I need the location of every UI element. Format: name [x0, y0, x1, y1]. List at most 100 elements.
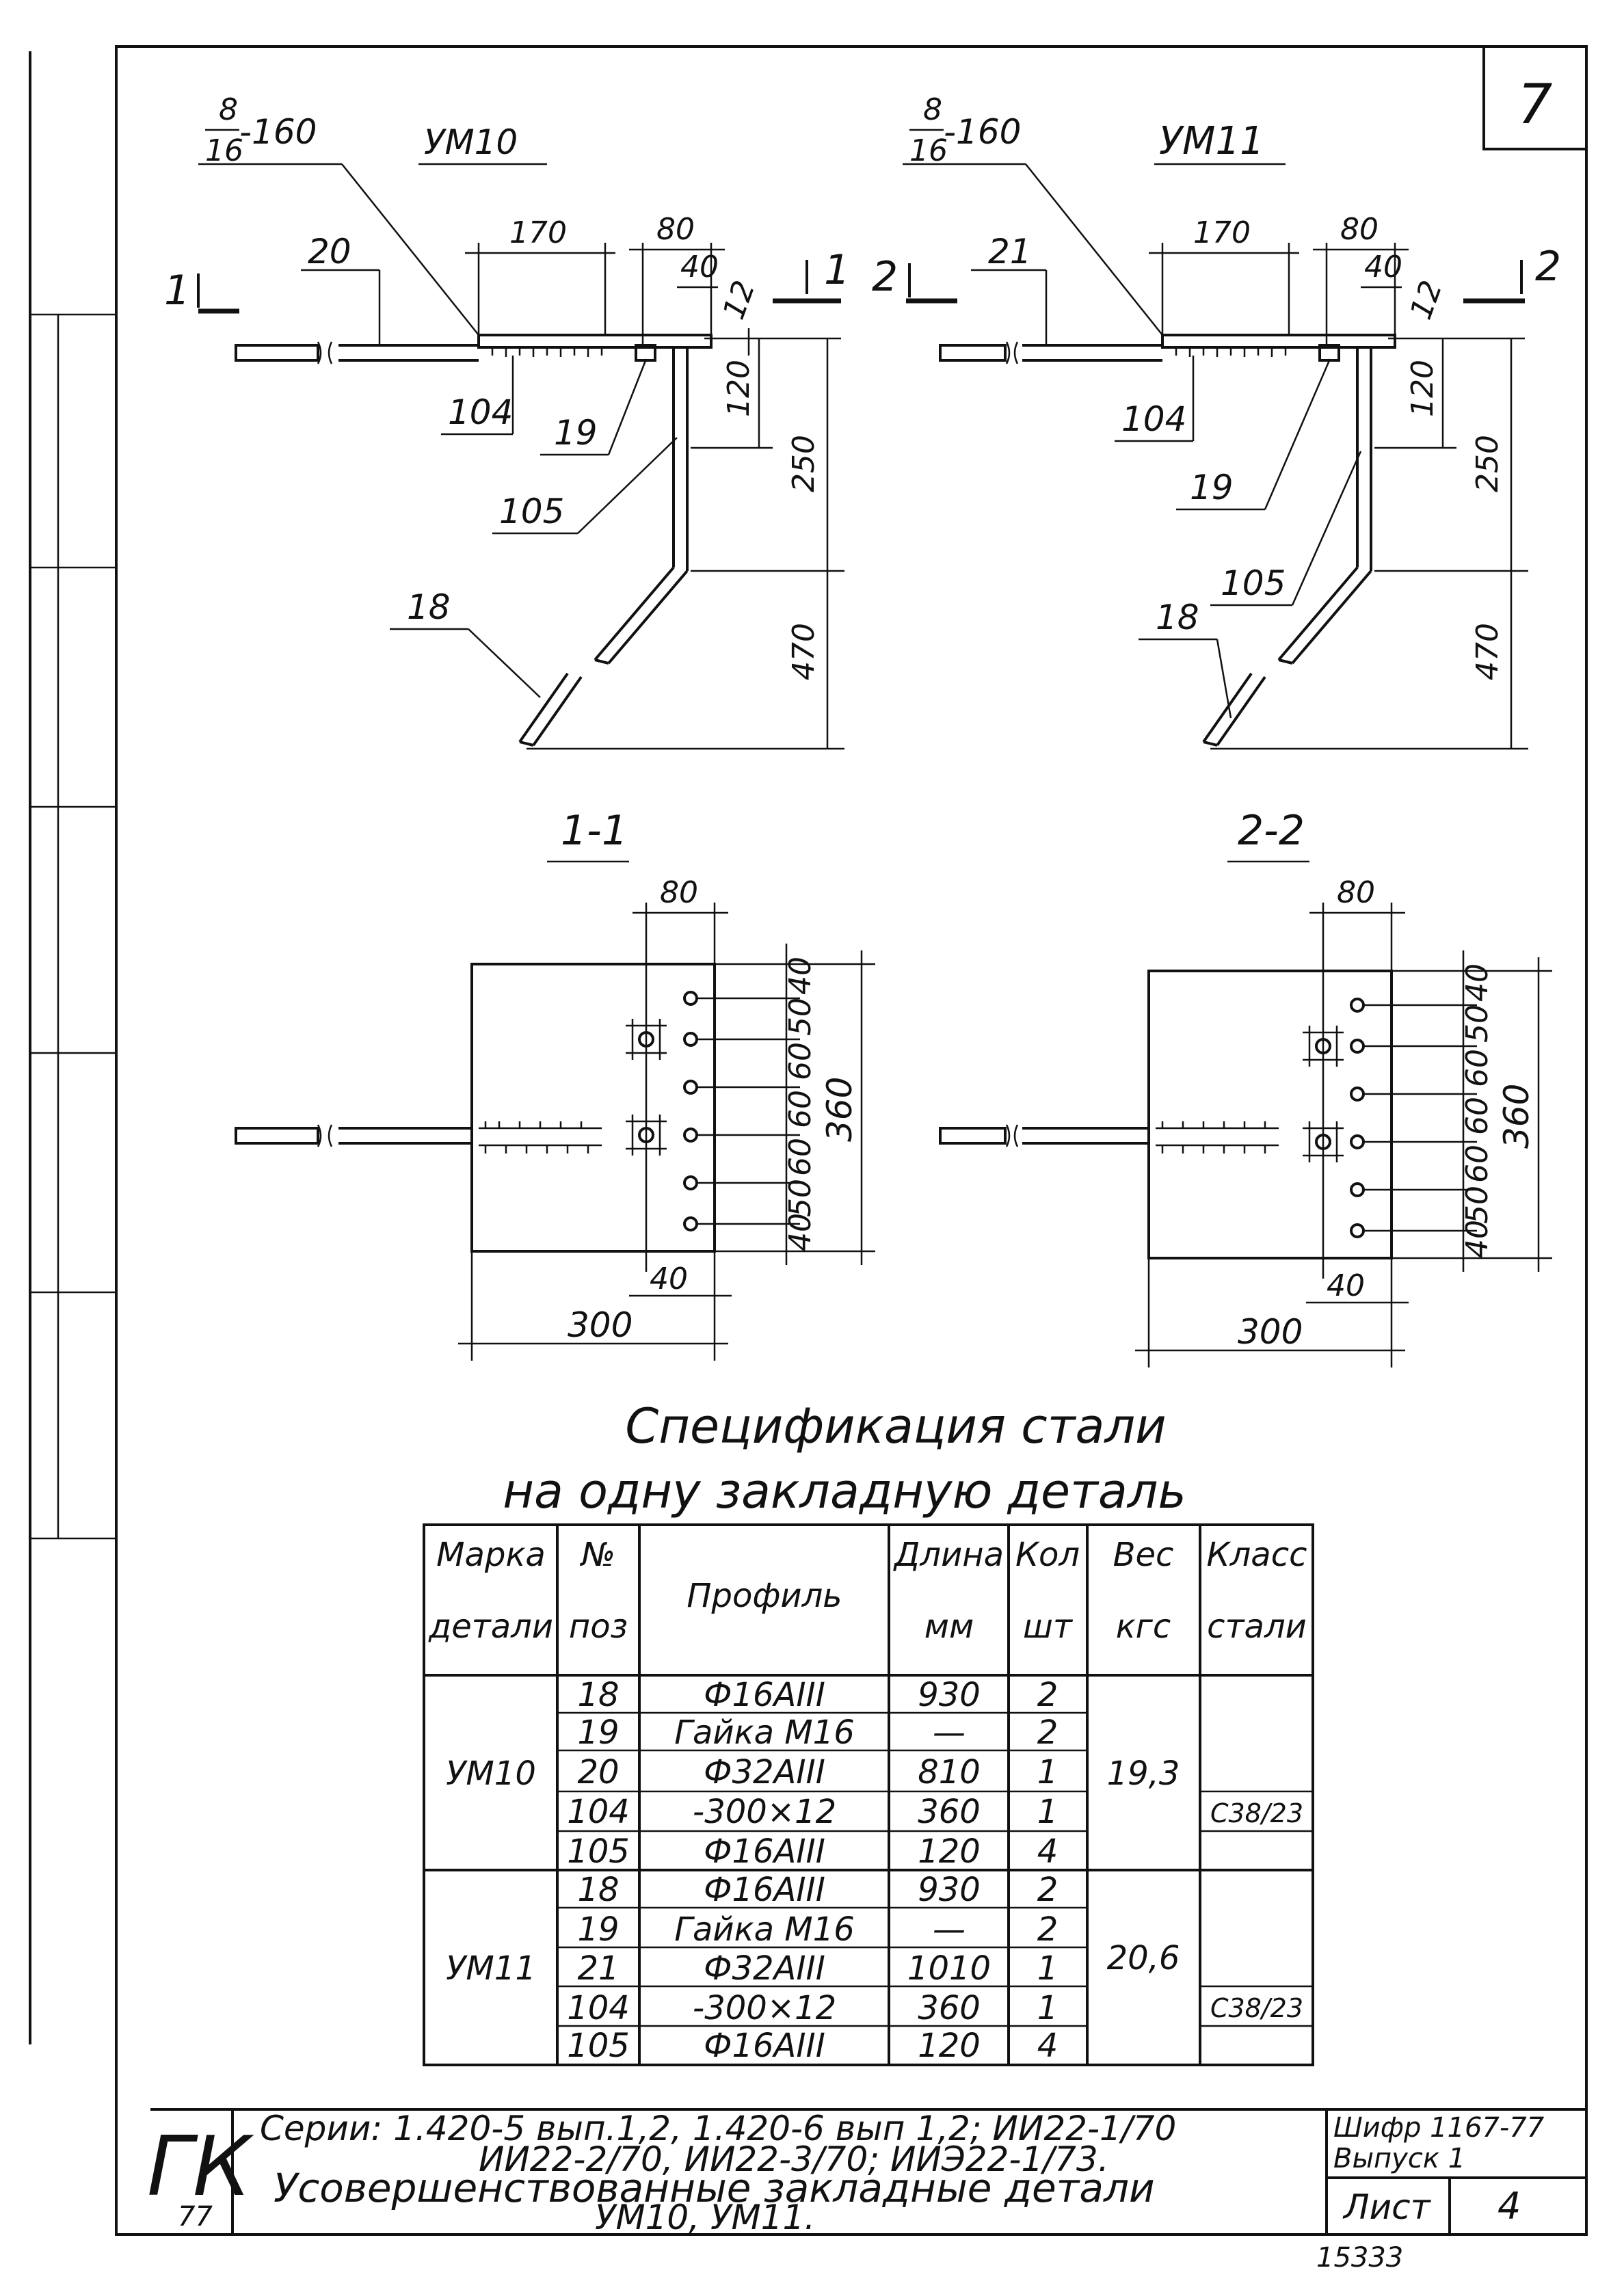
table-row-qty: 4	[1037, 1832, 1059, 1871]
bar-label: 21	[988, 232, 1032, 271]
dim-80: 80	[656, 212, 695, 247]
detail-title: УМ11	[1159, 119, 1264, 163]
pos-18: 18	[407, 587, 451, 627]
table-row-pos: 105	[567, 2027, 630, 2065]
table-row-qty: 1	[1037, 1793, 1059, 1831]
table-row-qty: 2	[1037, 1910, 1059, 1949]
table-row-profile: -300×12	[693, 1989, 836, 2027]
hdr-profile: Профиль	[687, 1577, 842, 1615]
table-row-qty: 4	[1037, 2027, 1059, 2065]
desc-line2: УМ10, УМ11.	[595, 2198, 815, 2237]
dim-right-5: 50	[783, 1179, 818, 1217]
table-row-length: 930	[918, 1676, 981, 1714]
spec-table: Марка детали № поз Профиль Длина мм Кол …	[423, 1523, 1314, 2066]
dim-40: 40	[1364, 250, 1402, 284]
hdr-length-2: мм	[924, 1608, 974, 1646]
plate-callout-num: 8	[219, 92, 238, 127]
dim-right-0: 40	[1460, 963, 1495, 1002]
hdr-weight-1: Вес	[1113, 1536, 1174, 1574]
table-row-profile: -300×12	[693, 1793, 836, 1831]
pos-105: 105	[499, 492, 564, 531]
dim-right-5: 50	[1460, 1186, 1495, 1224]
pos-104: 104	[1121, 399, 1186, 439]
sheet-number: 7	[1518, 72, 1553, 136]
hdr-class-2: стали	[1207, 1608, 1307, 1646]
pos-104: 104	[448, 392, 513, 432]
section-mark-right: 2	[1535, 243, 1561, 291]
table-row-length: 120	[918, 1832, 981, 1871]
table-row-pos: 18	[577, 1871, 619, 1909]
title-block: ГК 77 Серии: 1.420-5 вып.1,2, 1.420-6 вы…	[147, 2108, 1586, 2237]
table-row-pos: 21	[577, 1949, 619, 1988]
dim-120: 120	[1405, 360, 1440, 417]
table-row-qty: 1	[1037, 1949, 1059, 1988]
dim-250: 250	[1470, 435, 1505, 492]
year: 77	[178, 2201, 213, 2232]
plate-callout-den: 16	[909, 133, 948, 168]
pos-19: 19	[1190, 468, 1234, 507]
dim-right-2: 60	[1460, 1049, 1495, 1087]
hdr-weight-2: кгс	[1116, 1608, 1171, 1646]
table-row-pos: 18	[577, 1676, 619, 1714]
issue: Выпуск 1	[1333, 2143, 1465, 2174]
hdr-mark-1: Марка	[436, 1536, 546, 1574]
sheet-value: 4	[1497, 2185, 1521, 2228]
plate-callout-num: 8	[923, 92, 942, 127]
plate-callout-rest: -160	[944, 112, 1021, 152]
pos-105: 105	[1221, 563, 1286, 603]
code: Шифр 1167-77	[1333, 2112, 1545, 2144]
series-line1: Серии: 1.420-5 вып.1,2, 1.420-6 вып 1,2;…	[260, 2109, 1176, 2148]
footer-number: 15333	[1316, 2242, 1403, 2273]
table-row-profile: Ф32АIII	[704, 1753, 825, 1791]
dim-250: 250	[786, 435, 821, 492]
dim-40-bottom: 40	[1327, 1268, 1365, 1303]
elevation-um11: УМ11 8 16 -160 2 21 170 80	[872, 92, 1561, 750]
table-row-length: 120	[918, 2027, 981, 2065]
elevation-um10: УМ10 8 16 -160 1 20	[164, 92, 850, 750]
table-row-pos: 104	[567, 1989, 630, 2027]
table-row-pos: 19	[577, 1910, 619, 1949]
table-row-qty: 1	[1037, 1753, 1059, 1791]
dim-80: 80	[660, 875, 698, 910]
table-row-profile: Ф16АIII	[704, 1832, 825, 1871]
dim-right-2: 60	[783, 1042, 818, 1080]
spec-title-line2: на одну закладную деталь	[503, 1463, 1186, 1519]
dim-right-4: 60	[783, 1138, 818, 1176]
dim-170: 170	[1193, 215, 1251, 250]
dim-80: 80	[1340, 212, 1379, 247]
dim-360: 360	[820, 1077, 860, 1142]
table-row-length: 1010	[907, 1949, 991, 1988]
table-row-profile: Ф16АIII	[704, 1871, 825, 1909]
group-mark: УМ11	[446, 1949, 536, 1988]
section-mark-left: 2	[872, 253, 898, 301]
hdr-pos-1: №	[579, 1536, 615, 1574]
series-line2: ИИ22-2/70, ИИ22-3/70; ИИЭ22-1/73.	[479, 2139, 1109, 2179]
pos-18: 18	[1156, 598, 1199, 637]
table-row-profile: Гайка М16	[674, 1910, 855, 1949]
dim-40: 40	[680, 250, 719, 284]
table-row-length: 930	[918, 1871, 981, 1909]
section-mark-right: 1	[824, 246, 850, 294]
table-row-profile: Ф16АIII	[704, 2027, 825, 2065]
section-1-1: 1-1 80 40 50 60 60 60 50 40 3	[235, 807, 875, 1361]
section-title: 1-1	[561, 807, 628, 855]
hdr-pos-2: поз	[569, 1608, 628, 1646]
bar-label: 20	[308, 232, 351, 271]
dim-right-3: 60	[1460, 1097, 1495, 1135]
plate-callout-rest: -160	[239, 112, 317, 152]
group-class: С38/23	[1210, 1993, 1303, 2023]
dim-right-6: 40	[783, 1213, 818, 1251]
dim-12: 12	[716, 276, 762, 324]
dim-right-1: 50	[783, 998, 818, 1036]
hdr-length-1: Длина	[893, 1536, 1004, 1574]
table-row-length: 360	[918, 1793, 981, 1831]
group-class: С38/23	[1210, 1798, 1303, 1828]
dim-470: 470	[786, 623, 821, 680]
table-row-profile: Гайка М16	[674, 1713, 855, 1752]
dim-360: 360	[1497, 1084, 1536, 1149]
dim-80: 80	[1337, 875, 1375, 910]
dim-120: 120	[721, 360, 756, 417]
group-weight: 19,3	[1107, 1755, 1180, 1793]
desc-line1: Усовершенствованные закладные детали	[274, 2165, 1155, 2211]
